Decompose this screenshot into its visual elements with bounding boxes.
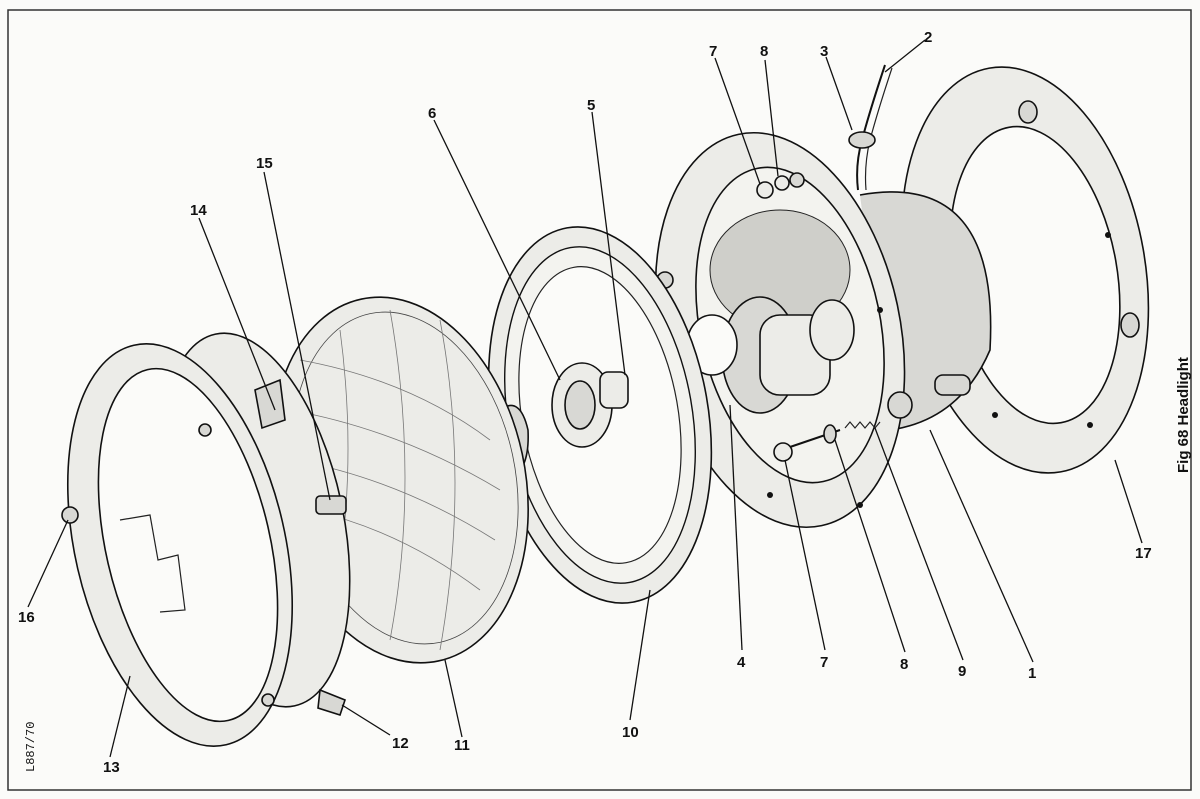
figure-title: Fig 68 Headlight (1175, 357, 1192, 473)
callout-12: 12 (392, 735, 409, 752)
callout-9: 9 (958, 663, 966, 680)
callout-6: 6 (428, 105, 436, 122)
callout-14: 14 (190, 202, 207, 219)
callout-13: 13 (103, 759, 120, 776)
figure-reference: L887/70 (24, 722, 38, 772)
callout-10: 10 (622, 724, 639, 741)
callout-16: 16 (18, 609, 35, 626)
callout-15: 15 (256, 155, 273, 172)
cable-and-grommet (848, 64, 893, 191)
callout-5: 5 (587, 97, 595, 114)
adjusting-screw-upper (756, 172, 805, 199)
callout-4: 4 (737, 654, 746, 671)
callout-17: 17 (1135, 545, 1152, 562)
callout-11: 11 (454, 737, 470, 754)
callout-8-top: 8 (760, 43, 768, 60)
callout-3: 3 (820, 43, 828, 60)
callout-1: 1 (1028, 665, 1036, 682)
leader-lines (27, 39, 1143, 758)
callout-8-bottom: 8 (900, 656, 908, 673)
adjusting-screw-lower (773, 421, 881, 462)
callout-2: 2 (924, 29, 932, 46)
callout-labels: 2 3 8 7 5 6 15 14 16 13 12 11 10 4 7 8 9… (18, 29, 1152, 776)
outer-rim-13 (61, 343, 294, 747)
callout-7-bottom: 7 (820, 654, 828, 671)
bulb-5 (551, 362, 629, 448)
callout-7-top: 7 (709, 43, 717, 60)
bulb-holder-4 (686, 296, 855, 414)
figure-frame (7, 9, 1192, 791)
rim-screw-16 (61, 506, 79, 524)
